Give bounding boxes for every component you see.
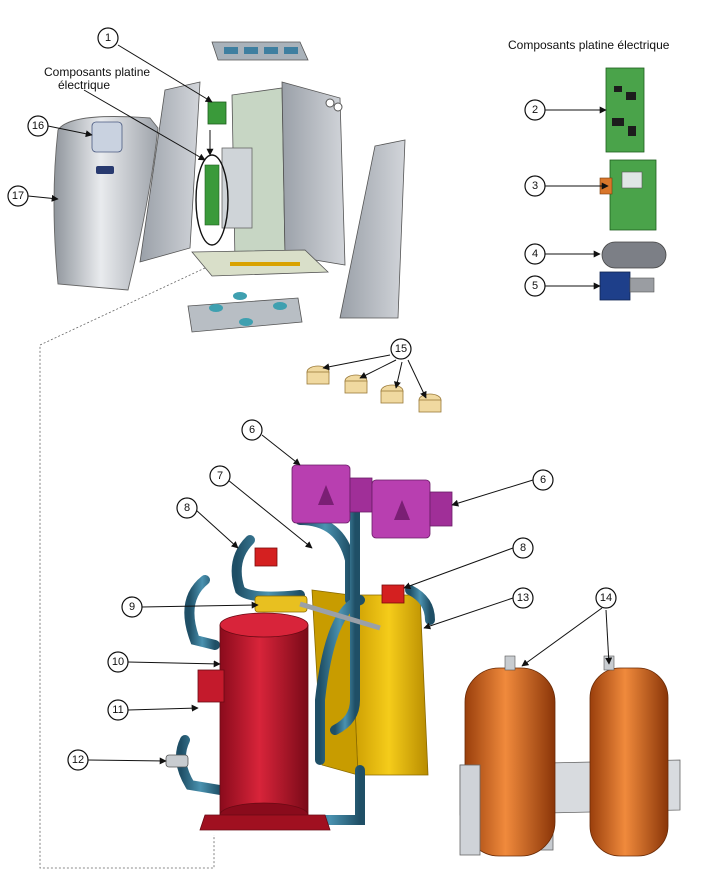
svg-text:8: 8 (520, 542, 526, 554)
group-title-left-line2: électrique (58, 78, 110, 92)
expansion-vessel-left (464, 655, 556, 857)
contactor (599, 271, 631, 301)
callout-14: 14 (595, 587, 617, 609)
electrical-board-small (207, 101, 227, 125)
svg-text:17: 17 (12, 190, 24, 202)
callout-1: 1 (97, 27, 119, 49)
svg-text:7: 7 (217, 470, 223, 482)
svg-text:1: 1 (105, 32, 111, 44)
callout-13: 13 (512, 587, 534, 609)
vessel-bracket-front (459, 764, 481, 856)
expansion-vessels (459, 655, 681, 857)
callout-17: 17 (7, 185, 29, 207)
control-board-chips (612, 86, 636, 136)
hydraulic-assembly (165, 365, 453, 831)
expansion-vessel-right (589, 655, 669, 857)
power-board-terminal (621, 171, 643, 189)
svg-text:6: 6 (540, 474, 546, 486)
svg-text:13: 13 (517, 592, 529, 604)
callout-11: 11 (107, 699, 129, 721)
back-panel (281, 81, 346, 266)
circulator-pump-left (291, 464, 373, 524)
brass-valve (254, 595, 308, 613)
back-panel-hole-1 (325, 98, 335, 108)
cabinet-exploded-view (53, 41, 406, 333)
callout-7: 7 (209, 465, 231, 487)
back-panel-hole-2 (333, 102, 343, 112)
power-board (609, 159, 657, 231)
right-side-panel (339, 139, 406, 319)
contactor-terminal (629, 277, 655, 293)
svg-text:14: 14 (600, 592, 612, 604)
svg-text:2: 2 (532, 104, 538, 116)
leader-lines (27, 44, 613, 765)
svg-text:11: 11 (112, 704, 123, 716)
valve-left (254, 547, 278, 567)
svg-text:15: 15 (395, 343, 407, 355)
valve-rod (299, 601, 381, 631)
svg-text:3: 3 (532, 180, 538, 192)
pipe-caps (306, 365, 442, 413)
capacitor (601, 241, 667, 269)
svg-text:5: 5 (532, 280, 538, 292)
svg-text:12: 12 (72, 754, 84, 766)
callouts: 1 2 3 4 5 6 6 7 8 8 9 10 11 12 13 14 15 … (7, 27, 617, 771)
callout-6-left: 6 (241, 419, 263, 441)
group-title-top-right: Composants platine électrique (508, 38, 670, 52)
compressor-terminal-box (197, 669, 225, 703)
pressure-sensor (165, 754, 189, 768)
electrical-components (599, 67, 667, 301)
callout-10: 10 (107, 651, 129, 673)
svg-text:9: 9 (129, 601, 135, 613)
callout-8-right: 8 (512, 537, 534, 559)
compressor-base (199, 814, 331, 831)
top-cover-fittings (224, 47, 298, 54)
front-logo (96, 166, 114, 174)
svg-text:4: 4 (532, 248, 538, 260)
bottom-plate-feet (209, 292, 287, 326)
electrical-board (204, 164, 220, 226)
control-panel (91, 121, 123, 153)
callout-3: 3 (524, 175, 546, 197)
callout-15: 15 (390, 338, 412, 360)
callout-5: 5 (524, 275, 546, 297)
left-side-panel (139, 81, 201, 263)
base-tray-rail (230, 262, 300, 266)
svg-text:8: 8 (184, 502, 190, 514)
callout-4: 4 (524, 243, 546, 265)
circulator-pump-right (371, 479, 453, 539)
compressor (197, 612, 331, 831)
callout-8-left: 8 (176, 497, 198, 519)
svg-text:6: 6 (249, 424, 255, 436)
zoom-guide-line (39, 267, 215, 869)
callout-9: 9 (121, 596, 143, 618)
top-cover (211, 41, 309, 61)
callout-6-right: 6 (532, 469, 554, 491)
callout-16: 16 (27, 115, 49, 137)
control-board (605, 67, 645, 153)
valve-right (381, 584, 405, 604)
svg-text:16: 16 (32, 120, 44, 132)
callout-2: 2 (524, 99, 546, 121)
group-title-left-line1: Composants platine (44, 65, 150, 79)
callout-12: 12 (67, 749, 89, 771)
bottom-plate (187, 297, 303, 333)
svg-text:10: 10 (112, 656, 124, 668)
